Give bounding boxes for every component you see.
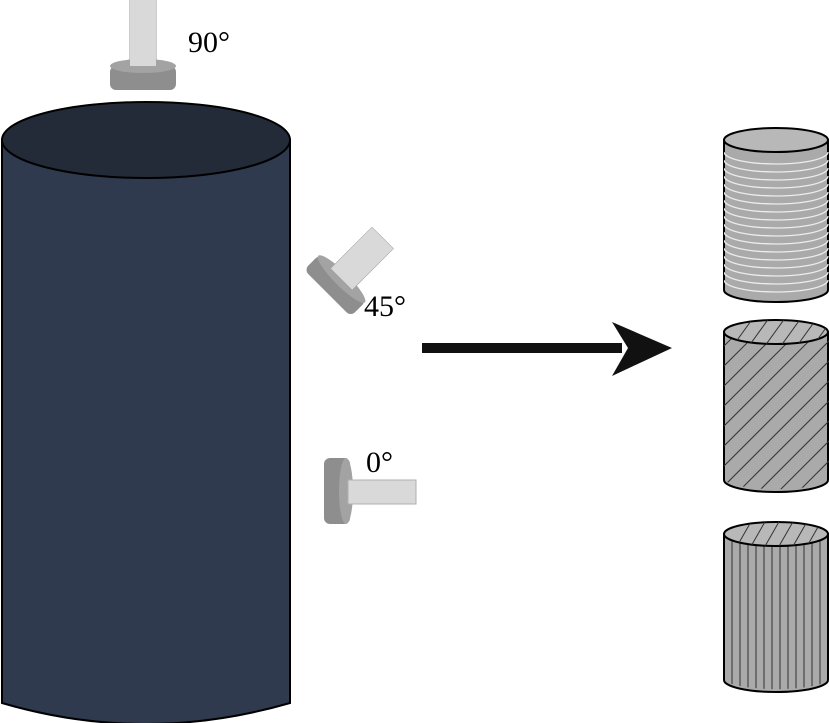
core-top-face (1, 101, 291, 179)
core-body (0, 139, 291, 723)
label-45-degrees: 45° (364, 290, 406, 323)
plug-45-icon (306, 226, 394, 315)
plug-0-icon (324, 458, 417, 524)
rock-core-cylinder (0, 101, 291, 723)
sample-inclined-layering (723, 319, 829, 493)
sample-vertical-layering (723, 521, 829, 693)
plug-90-icon (110, 0, 176, 90)
label-0-degrees: 0° (366, 446, 393, 479)
label-90-degrees: 90° (188, 26, 230, 59)
arrow-right-icon (422, 322, 672, 376)
sample-horizontal-layering (723, 127, 829, 303)
